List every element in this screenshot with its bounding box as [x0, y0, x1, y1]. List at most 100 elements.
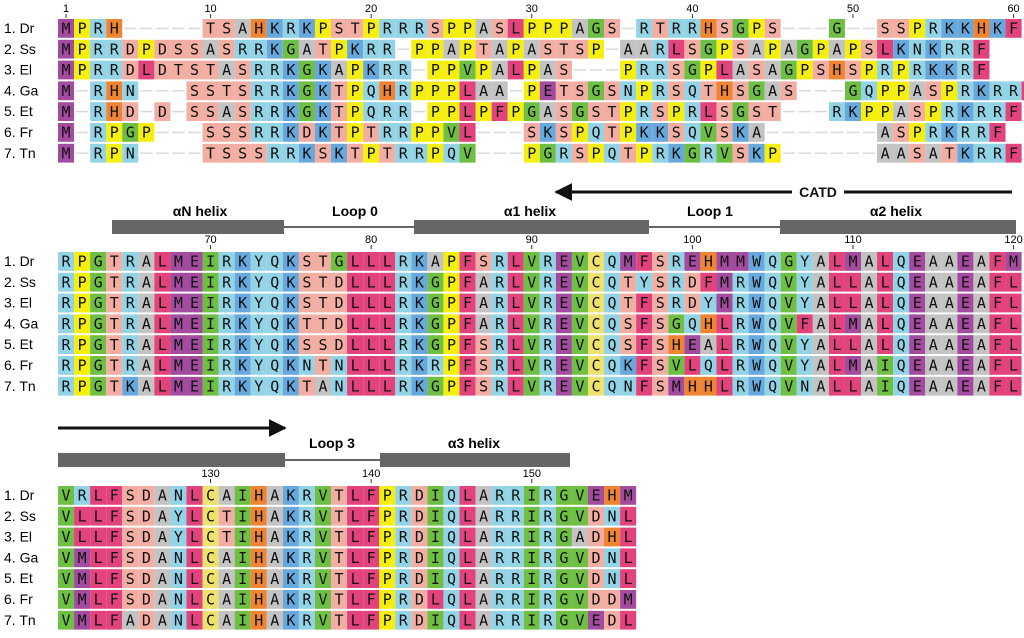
- residue-letter: A: [881, 124, 890, 142]
- residue-letter: L: [832, 377, 841, 395]
- residue-letter: N: [174, 611, 183, 629]
- residue-letter: S: [238, 144, 247, 162]
- residue-letter: S: [688, 40, 697, 58]
- residue-cell: [587, 314, 605, 334]
- residue-cell: [347, 252, 364, 271]
- residue-letter: K: [286, 103, 295, 121]
- residue-cell: [363, 81, 380, 101]
- residue-cell: [941, 19, 958, 38]
- residue-cell: [507, 39, 524, 59]
- residue-cell: [186, 272, 203, 292]
- residue-letter: S: [238, 124, 247, 142]
- residue-letter: R: [399, 124, 409, 142]
- residue-letter: F: [640, 315, 649, 333]
- residue-letter: F: [993, 273, 1002, 291]
- residue-cell: [475, 314, 492, 334]
- residue-cell: [186, 60, 203, 80]
- residue-cell: [379, 81, 396, 101]
- residue-letter: V: [318, 528, 327, 546]
- residue-cell: [668, 123, 685, 142]
- residue-cell: [266, 314, 283, 334]
- residue-cell: [459, 252, 476, 271]
- residue-letter: Q: [608, 315, 617, 333]
- residue-letter: Q: [447, 549, 456, 567]
- residue-letter: P: [383, 487, 392, 505]
- residue-letter: R: [543, 294, 553, 312]
- residue-cell: [555, 102, 572, 121]
- residue-cell: [909, 102, 926, 121]
- residue-letter: D: [158, 103, 167, 121]
- residue-cell: [973, 143, 990, 163]
- residue-letter: F: [367, 507, 376, 525]
- residue-cell: [106, 293, 123, 313]
- residue-cell: [909, 293, 926, 313]
- residue-cell: [331, 81, 348, 101]
- residue-letter: V: [575, 357, 584, 375]
- residue-letter: T: [479, 40, 488, 58]
- residue-letter: A: [222, 61, 231, 79]
- residue-letter: R: [254, 124, 264, 142]
- residue-cell: [122, 143, 139, 163]
- residue-letter: W: [752, 273, 762, 291]
- alpha2-helix-bar: [780, 220, 1016, 234]
- residue-cell: [491, 314, 508, 334]
- residue-cell: [266, 39, 283, 59]
- residue-cell: [844, 60, 861, 80]
- residue-letter: Q: [270, 377, 279, 395]
- residue-letter: S: [479, 377, 488, 395]
- residue-letter: H: [688, 377, 697, 395]
- residue-letter: P: [78, 40, 87, 58]
- residue-cell: [812, 314, 829, 334]
- residue-letter: E: [913, 377, 922, 395]
- residue-cell: [58, 314, 75, 334]
- residue-letter: A: [897, 103, 906, 121]
- residue-cell: [234, 143, 251, 163]
- residue-letter: R: [78, 487, 88, 505]
- residue-cell: [523, 293, 540, 313]
- residue-letter: K: [640, 124, 649, 142]
- residue-letter: L: [463, 549, 472, 567]
- residue-letter: T: [608, 124, 617, 142]
- residue-letter: E: [961, 377, 970, 395]
- residue-letter: A: [479, 273, 488, 291]
- residue-letter: I: [238, 507, 247, 525]
- residue-letter: R: [993, 103, 1003, 121]
- residue-letter: K: [286, 591, 295, 609]
- residue-letter: S: [543, 40, 552, 58]
- residue-letter: I: [206, 294, 215, 312]
- residue-cell: [571, 19, 588, 38]
- residue-letter: G: [431, 315, 440, 333]
- residue-cell: [443, 19, 460, 38]
- residue-letter: V: [318, 487, 327, 505]
- residue-letter: K: [318, 82, 327, 100]
- tick-label: 20: [365, 3, 377, 15]
- residue-cell: [202, 143, 219, 163]
- residue-letter: P: [78, 377, 87, 395]
- residue-letter: S: [206, 82, 215, 100]
- residue-letter: A: [768, 61, 777, 79]
- residue-letter: Q: [608, 144, 617, 162]
- residue-letter: R: [543, 253, 553, 271]
- residue-cell: [154, 272, 171, 292]
- residue-letter: E: [190, 294, 199, 312]
- residue-cell: [861, 272, 878, 292]
- residue-letter: P: [704, 61, 713, 79]
- species-label: 1. Dr: [4, 253, 35, 269]
- residue-letter: L: [624, 570, 633, 588]
- residue-cell: [909, 19, 926, 38]
- residue-letter: A: [158, 487, 167, 505]
- residue-letter: L: [463, 124, 472, 142]
- residue-cell: [748, 102, 765, 121]
- residue-letter: L: [351, 549, 360, 567]
- residue-letter: L: [158, 253, 167, 271]
- residue-letter: S: [495, 20, 504, 38]
- residue-letter: M: [720, 253, 729, 271]
- residue-cell: [250, 252, 267, 271]
- residue-letter: I: [527, 528, 536, 546]
- residue-letter: R: [736, 336, 746, 354]
- residue-letter: T: [110, 336, 119, 354]
- residue-letter: A: [865, 253, 874, 271]
- residue-letter: E: [913, 315, 922, 333]
- residue-letter: L: [94, 549, 103, 567]
- residue-cell: [411, 272, 428, 292]
